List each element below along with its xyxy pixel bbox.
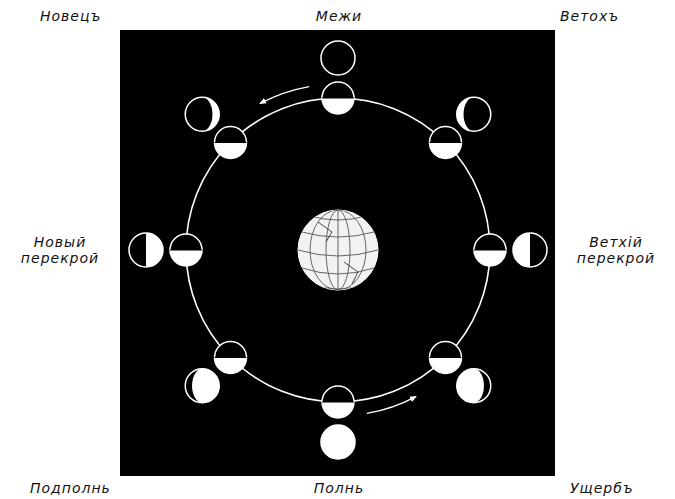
moon-lit-part [146, 233, 163, 267]
orbit-moon [429, 127, 461, 159]
phase-name: Новецъ [40, 8, 120, 24]
moon-terminator [474, 250, 506, 251]
moon-phase-view [185, 369, 219, 403]
moon-phase-view [457, 369, 491, 403]
moon-phase-view [513, 233, 547, 267]
moon-lit-half [322, 98, 354, 114]
moon-lit-part [457, 97, 474, 131]
moon-lit-half [429, 143, 461, 159]
moon-terminator [215, 142, 247, 143]
orbit-arrows [260, 87, 416, 414]
moon-lit-part [202, 97, 219, 131]
moon-terminator [429, 357, 461, 358]
orbit-moon [322, 386, 354, 418]
orbit-moon [215, 341, 247, 373]
moon-lit-half [215, 357, 247, 373]
phase-name: Межи [289, 8, 389, 24]
moon-lit-part [192, 369, 219, 403]
moon-lit-half [215, 143, 247, 159]
phase-name: Полнь [289, 480, 389, 496]
moon-phases [129, 41, 547, 459]
moon-phase-view [321, 425, 355, 459]
moon-lit-half [170, 250, 202, 266]
moon-terminator [429, 142, 461, 143]
moon-lit-half [429, 357, 461, 373]
earth-globe [298, 210, 378, 290]
moon-lit-part [513, 233, 530, 267]
moon-phase-view [129, 233, 163, 267]
phase-name: Ветхій перекрой [562, 234, 670, 266]
orbit-moon [429, 341, 461, 373]
moon-lit-part [457, 369, 484, 403]
moon-phase-view [457, 97, 491, 131]
moon-terminator [170, 250, 202, 251]
phase-name: Новый перекрой [8, 234, 112, 266]
phase-name: Ущербъ [570, 480, 670, 496]
moon-phase-view [321, 41, 355, 75]
orbit-moon [322, 82, 354, 114]
moon-phase-view [185, 97, 219, 131]
phase-name: Подполнь [30, 480, 118, 496]
moon-orbit [186, 98, 490, 402]
orbit-moon [474, 234, 506, 266]
moon-lit-part [321, 425, 355, 459]
orbit-moon [170, 234, 202, 266]
moon-lit-half [322, 402, 354, 418]
orbit-moon [215, 127, 247, 159]
moon-lit-half [474, 250, 506, 266]
phase-name: Ветохъ [560, 8, 660, 24]
moon-terminator [215, 357, 247, 358]
moon-terminator [322, 402, 354, 403]
moon-terminator [322, 98, 354, 99]
night-sky [120, 30, 555, 476]
